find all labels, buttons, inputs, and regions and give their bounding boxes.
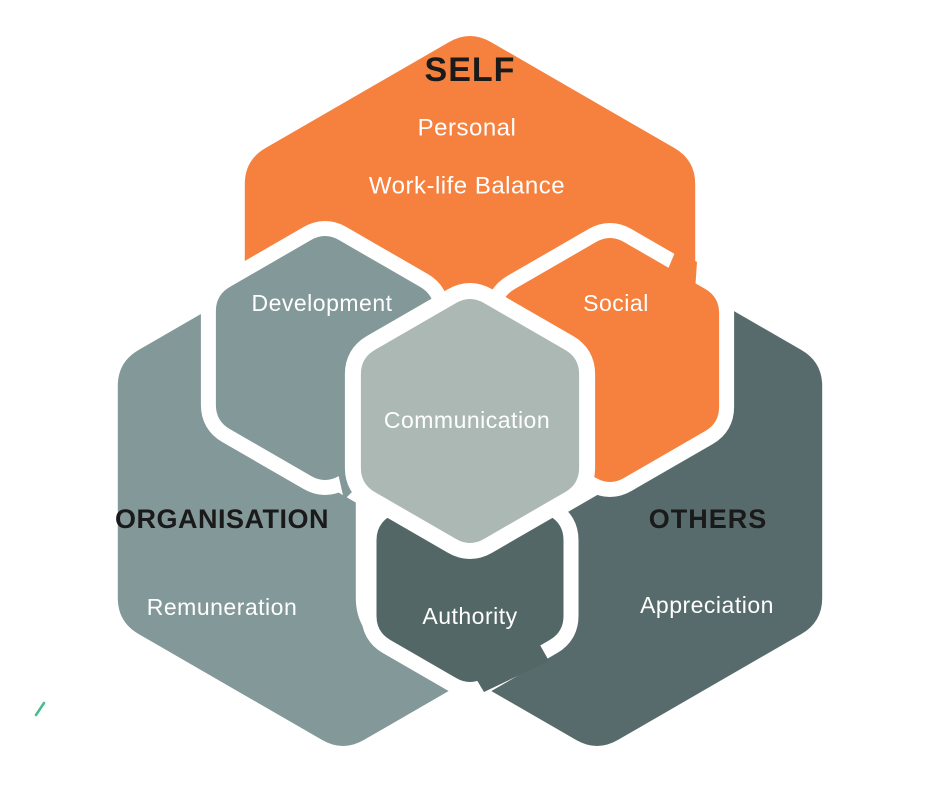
label-communication: Communication [384, 407, 550, 433]
bridge-social-self [660, 250, 697, 306]
label-organisation: ORGANISATION [115, 504, 329, 534]
label-authority: Authority [422, 603, 517, 629]
label-remuneration: Remuneration [147, 594, 297, 620]
label-social: Social [583, 290, 649, 316]
bridge-authority-others [466, 629, 549, 692]
label-personal: Personal [418, 115, 517, 142]
label-development: Development [251, 290, 392, 316]
label-others: OTHERS [649, 504, 768, 534]
green-accent-mark [34, 701, 46, 717]
label-appreciation: Appreciation [640, 592, 774, 618]
label-self: SELF [425, 51, 516, 89]
label-work-life-balance: Work-life Balance [369, 173, 565, 200]
hex-communication [344, 283, 596, 559]
